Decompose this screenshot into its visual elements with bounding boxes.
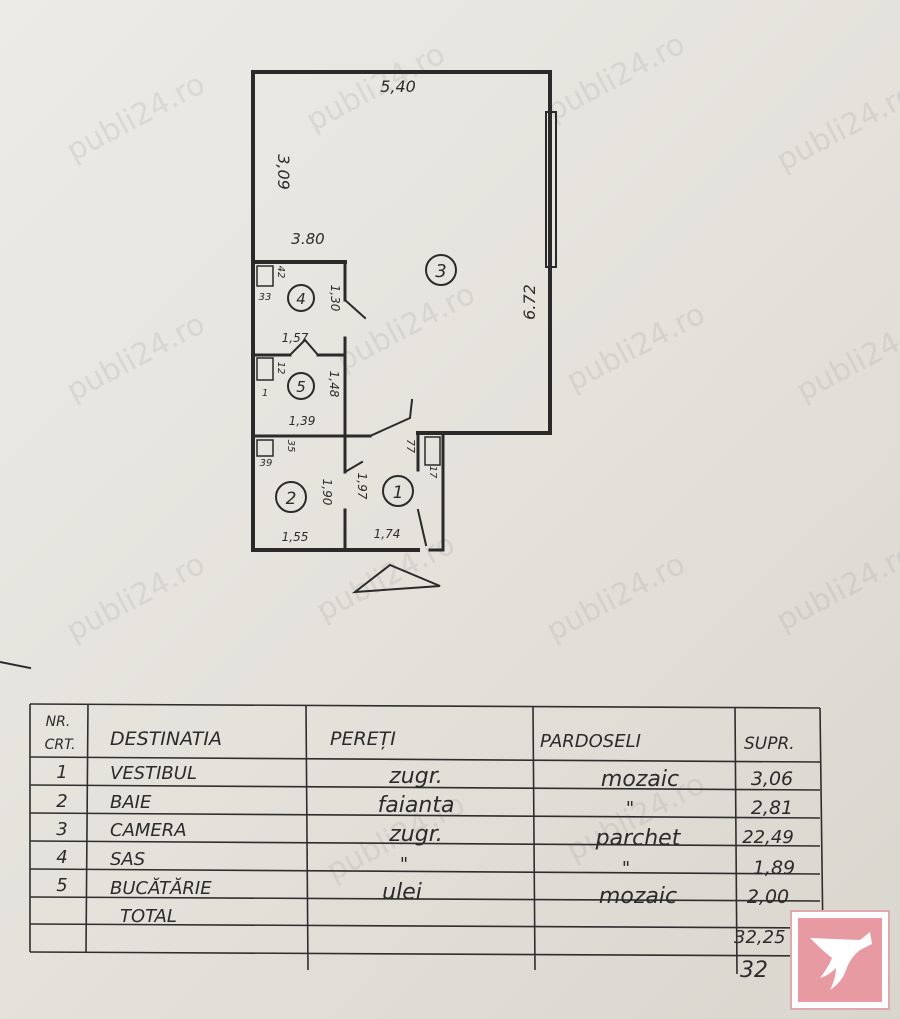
room-circle bbox=[425, 254, 457, 286]
floor-plan: 3 4 5 2 1 5,40 3,09 3.80 6.72 1,30 1,57 … bbox=[0, 70, 557, 670]
dimension-label: 3,09 bbox=[274, 154, 293, 190]
table-row-line bbox=[29, 756, 821, 763]
table-border bbox=[819, 707, 824, 943]
door bbox=[416, 508, 428, 547]
row-destinatia: BUCĂTĂRIE bbox=[110, 877, 212, 899]
publi24-logo bbox=[790, 910, 890, 1010]
header-destinatia: DESTINATIA bbox=[110, 728, 222, 750]
total-value: 32,25 bbox=[734, 927, 786, 948]
dimension-label: 1,30 bbox=[328, 285, 342, 312]
row-pardoseli: mozaic bbox=[601, 767, 679, 792]
row-pardoseli: " bbox=[626, 798, 634, 819]
table-column-line bbox=[734, 706, 738, 975]
window bbox=[545, 111, 557, 268]
dimension-label: 17 bbox=[427, 466, 438, 479]
dimension-label: 77 bbox=[404, 439, 417, 453]
total-value-repeat: 32 bbox=[740, 958, 768, 983]
dimension-label: 39 bbox=[260, 458, 273, 469]
room-number: 1 bbox=[393, 483, 404, 503]
door bbox=[288, 338, 320, 357]
dimension-label: 1,57 bbox=[282, 331, 309, 345]
row-pardoseli: parchet bbox=[595, 826, 682, 851]
dimension-label: 1,39 bbox=[289, 414, 316, 428]
table-row-line bbox=[29, 951, 821, 957]
dimension-label: 1,48 bbox=[327, 371, 341, 398]
dimension-label: 42 bbox=[275, 266, 286, 279]
row-pereti: ulei bbox=[382, 880, 422, 905]
table-row-line bbox=[29, 896, 821, 902]
table-column-line bbox=[532, 706, 536, 971]
dimension-label: 1,90 bbox=[320, 479, 334, 506]
row-nr: 3 bbox=[56, 819, 67, 840]
table-row-line bbox=[29, 784, 821, 791]
dimension-label: 1 bbox=[262, 388, 268, 399]
table-row-line bbox=[29, 923, 821, 929]
row-pereti: zugr. bbox=[388, 764, 442, 789]
dimension-label: 35 bbox=[285, 440, 296, 453]
duct bbox=[256, 265, 274, 287]
room-number: 4 bbox=[296, 290, 306, 308]
row-pereti: zugr. bbox=[388, 822, 442, 847]
dimension-label: 1,97 bbox=[355, 473, 369, 500]
rooms-table: NR. CRT. DESTINATIA PEREȚI PARDOSELI SUP… bbox=[29, 703, 824, 983]
row-nr: 2 bbox=[56, 791, 67, 812]
door bbox=[343, 298, 367, 320]
duct bbox=[424, 436, 441, 466]
bird-icon bbox=[810, 932, 872, 990]
door bbox=[343, 460, 364, 474]
table-row-line bbox=[29, 868, 821, 875]
dimension-label: 6.72 bbox=[520, 284, 539, 320]
total-label: TOTAL bbox=[120, 906, 177, 927]
row-supr: 22,49 bbox=[742, 827, 794, 848]
row-pardoseli: " bbox=[622, 858, 630, 879]
table-row-line bbox=[29, 840, 821, 847]
dimension-label: 1,55 bbox=[282, 530, 309, 544]
duct bbox=[256, 439, 274, 457]
row-destinatia: VESTIBUL bbox=[110, 763, 197, 784]
row-pardoseli: mozaic bbox=[599, 884, 677, 909]
room-circle bbox=[287, 284, 315, 312]
table-column-line bbox=[85, 703, 89, 953]
row-destinatia: CAMERA bbox=[110, 820, 187, 841]
room-circle bbox=[382, 475, 414, 507]
door bbox=[368, 398, 414, 438]
room-number: 5 bbox=[296, 378, 306, 396]
table-column-line bbox=[305, 705, 309, 971]
row-destinatia: SAS bbox=[110, 849, 145, 870]
header-pereti: PEREȚI bbox=[330, 728, 396, 750]
duct bbox=[256, 357, 274, 381]
row-pereti: " bbox=[400, 854, 408, 875]
table-border bbox=[29, 703, 821, 709]
room-circle bbox=[275, 481, 307, 513]
row-supr: 3,06 bbox=[751, 768, 793, 790]
dimension-label: 12 bbox=[275, 362, 286, 375]
row-supr: 2,81 bbox=[751, 797, 793, 819]
header-supr: SUPR. bbox=[744, 734, 795, 754]
row-destinatia: BAIE bbox=[110, 792, 152, 813]
row-supr: 1,89 bbox=[753, 857, 795, 879]
dimension-label: 3.80 bbox=[291, 230, 324, 248]
header-pardoseli: PARDOSELI bbox=[540, 731, 641, 752]
room-circle bbox=[287, 372, 315, 400]
row-nr: 4 bbox=[56, 847, 67, 868]
dimension-label: 5,40 bbox=[380, 77, 416, 96]
header-nr: NR. bbox=[46, 714, 71, 730]
dimension-label: 33 bbox=[259, 292, 272, 303]
header-crt: CRT. bbox=[45, 737, 76, 753]
table-row-line bbox=[29, 812, 821, 819]
entrance-arrow bbox=[351, 563, 441, 594]
margin-mark bbox=[0, 660, 32, 670]
row-nr: 5 bbox=[56, 875, 67, 896]
logo-mark bbox=[798, 918, 882, 1002]
row-pereti: faianta bbox=[378, 793, 455, 818]
row-supr: 2,00 bbox=[747, 886, 789, 908]
room-number: 3 bbox=[435, 261, 446, 282]
row-nr: 1 bbox=[56, 762, 67, 783]
room-number: 2 bbox=[286, 489, 297, 509]
dimension-label: 1,74 bbox=[374, 527, 401, 541]
